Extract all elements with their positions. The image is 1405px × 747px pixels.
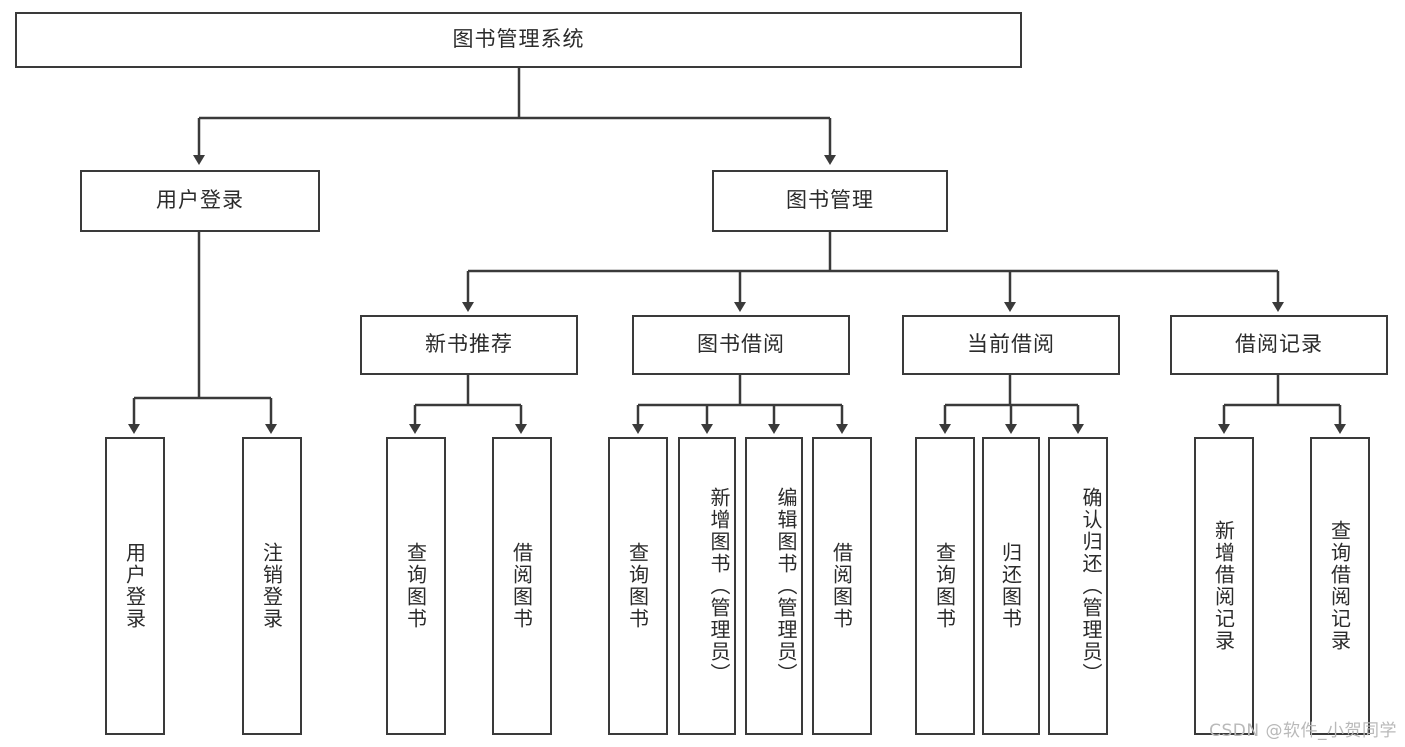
leaf-user-login-logout[interactable]: 注销登录	[242, 437, 302, 735]
leaf-new-book-query[interactable]: 查询图书	[386, 437, 446, 735]
csdn-watermark: CSDN @软件_小贺同学	[1209, 721, 1397, 741]
leaf-record-add-record[interactable]: 新增借阅记录	[1194, 437, 1254, 735]
leaf-borrow-borrow-book[interactable]: 借阅图书	[812, 437, 872, 735]
leaf-current-return-book[interactable]: 归还图书	[982, 437, 1040, 735]
node-borrow-record[interactable]: 借阅记录	[1170, 315, 1388, 375]
leaf-borrow-edit-book-admin[interactable]: 编辑图书（管理员）	[745, 437, 803, 735]
leaf-current-confirm-return-admin[interactable]: 确认归还（管理员）	[1048, 437, 1108, 735]
leaf-new-book-borrow[interactable]: 借阅图书	[492, 437, 552, 735]
node-current-borrow[interactable]: 当前借阅	[902, 315, 1120, 375]
node-book-borrow[interactable]: 图书借阅	[632, 315, 850, 375]
node-book-management[interactable]: 图书管理	[712, 170, 948, 232]
leaf-user-login-login[interactable]: 用户登录	[105, 437, 165, 735]
leaf-record-query-record[interactable]: 查询借阅记录	[1310, 437, 1370, 735]
node-user-login[interactable]: 用户登录	[80, 170, 320, 232]
node-root-system[interactable]: 图书管理系统	[15, 12, 1022, 68]
node-new-book-recommend[interactable]: 新书推荐	[360, 315, 578, 375]
leaf-borrow-query-book[interactable]: 查询图书	[608, 437, 668, 735]
leaf-borrow-add-book-admin[interactable]: 新增图书（管理员）	[678, 437, 736, 735]
leaf-current-query-book[interactable]: 查询图书	[915, 437, 975, 735]
